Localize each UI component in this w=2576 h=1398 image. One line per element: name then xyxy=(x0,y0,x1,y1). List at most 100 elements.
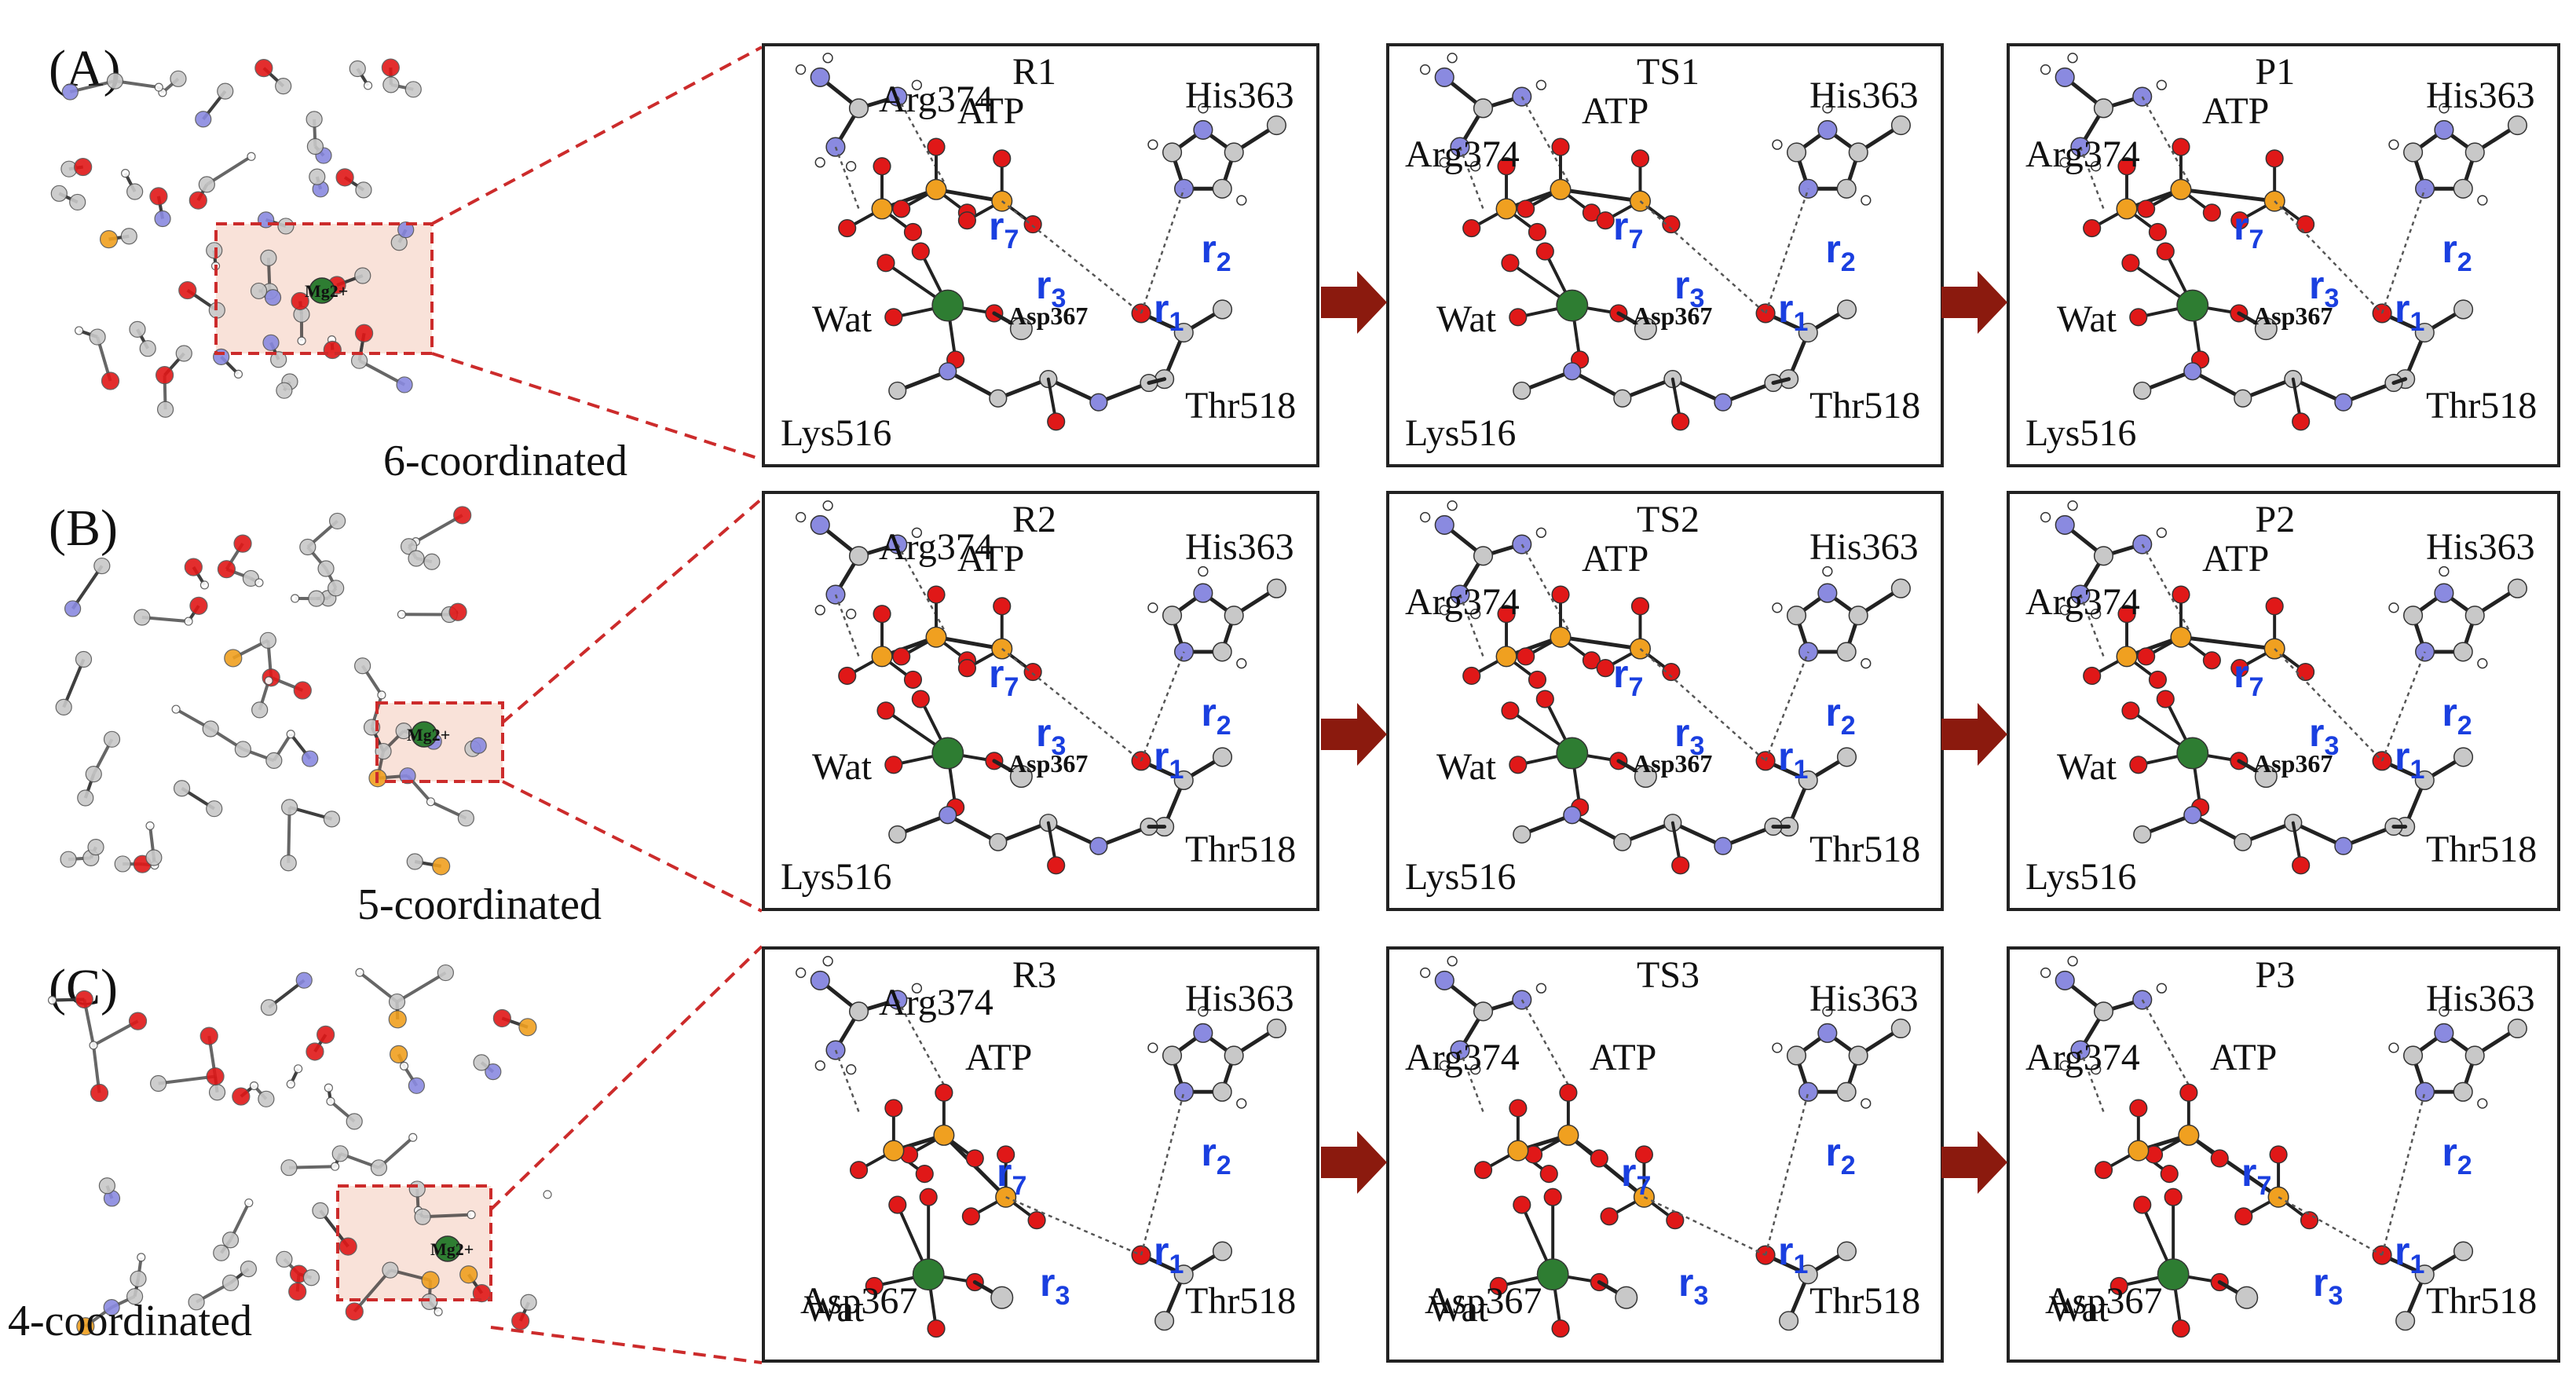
hydrogen-atom xyxy=(1535,79,1547,90)
atom xyxy=(150,1074,167,1092)
nitrogen-atom xyxy=(2334,393,2353,412)
bond xyxy=(206,155,253,186)
carbon-atom xyxy=(1224,142,1244,163)
phosphorus-atom xyxy=(1557,1124,1579,1146)
panel-title-ts3: TS3 xyxy=(1637,954,1700,996)
distance-symbol: r xyxy=(2395,734,2410,778)
distance-symbol: r xyxy=(989,652,1004,696)
oxygen-atom xyxy=(1662,215,1681,234)
atom xyxy=(275,77,292,95)
distance-index: 3 xyxy=(2324,731,2340,761)
oxygen-atom xyxy=(935,1083,953,1102)
distance-line xyxy=(1520,999,1569,1085)
label-wat: Wat xyxy=(2057,298,2117,340)
carbon-atom xyxy=(1162,1045,1183,1066)
atom xyxy=(400,538,418,555)
carbon-atom xyxy=(1615,1286,1638,1309)
distance-symbol: r xyxy=(1778,287,1794,331)
oxygen-atom xyxy=(2156,690,2175,708)
carbon-atom xyxy=(1786,142,1807,163)
distance-index: 7 xyxy=(2249,225,2264,254)
carbon-atom xyxy=(1613,833,1632,851)
atom xyxy=(306,111,323,128)
atom xyxy=(323,811,341,828)
oxygen-atom xyxy=(1535,690,1554,708)
atom xyxy=(543,1190,552,1199)
atom xyxy=(317,1025,335,1044)
distance-label-r3: r3 xyxy=(2309,262,2339,314)
atom xyxy=(381,58,400,77)
hydrogen-atom xyxy=(1236,658,1247,669)
oxygen-atom xyxy=(1509,1099,1528,1118)
label-thr518: Thr518 xyxy=(1185,1280,1297,1322)
distance-label-r1: r1 xyxy=(1154,1228,1184,1280)
carbon-atom xyxy=(2453,642,2473,662)
label-thr518: Thr518 xyxy=(1185,829,1297,870)
distance-symbol: r xyxy=(2234,204,2249,248)
oxygen-atom xyxy=(865,1276,884,1296)
distance-index: 7 xyxy=(1628,225,1644,254)
distance-label-r1: r1 xyxy=(2395,286,2424,338)
distance-index: 1 xyxy=(1169,307,1184,337)
panel-title-p3: P3 xyxy=(2255,954,2296,996)
oxygen-atom xyxy=(838,218,857,238)
atom xyxy=(154,82,163,92)
hydrogen-atom xyxy=(2040,64,2051,75)
oxygen-atom xyxy=(1582,651,1601,670)
nitrogen-atom xyxy=(1450,1040,1470,1060)
atom xyxy=(75,650,93,668)
hydrogen-atom xyxy=(2156,79,2167,90)
zoom-box xyxy=(375,701,504,783)
bond xyxy=(1147,377,1167,386)
carbon-atom xyxy=(2234,389,2252,408)
oxygen-atom xyxy=(1559,1083,1578,1102)
row-b-label: (B) xyxy=(49,500,118,557)
oxygen-atom xyxy=(1047,412,1066,431)
carbon-atom xyxy=(1836,747,1857,767)
atom xyxy=(224,649,243,668)
hydrogen-atom xyxy=(1772,602,1783,613)
carbon-atom xyxy=(2453,1081,2473,1102)
distance-line xyxy=(1001,200,1142,314)
carbon-atom xyxy=(1224,606,1244,626)
atom xyxy=(331,1145,349,1162)
hydrogen-atom xyxy=(2388,139,2399,150)
atom xyxy=(437,964,454,982)
distance-line xyxy=(1764,1091,1809,1256)
hydrogen-atom xyxy=(1420,967,1431,979)
distance-index: 7 xyxy=(1628,672,1644,702)
atom xyxy=(262,334,280,351)
atom xyxy=(323,340,342,360)
atom xyxy=(354,267,371,284)
atom xyxy=(270,351,287,368)
oxygen-atom xyxy=(2296,215,2315,234)
hydrogen-atom xyxy=(1535,527,1547,538)
molecule-structure xyxy=(2040,53,2528,431)
atom xyxy=(404,81,422,98)
hydrogen-atom xyxy=(911,527,923,538)
carbon-atom xyxy=(1634,765,1657,789)
atom xyxy=(459,1265,478,1284)
hydrogen-atom xyxy=(1861,1098,1872,1109)
phosphorus-atom xyxy=(871,646,893,668)
carbon-atom xyxy=(848,1001,869,1022)
atom xyxy=(206,242,223,259)
distance-label-r3: r3 xyxy=(1674,262,1704,314)
phosphorus-atom xyxy=(2170,626,2192,648)
atom xyxy=(217,560,236,579)
carbon-atom xyxy=(1173,322,1194,343)
atom xyxy=(98,1177,116,1195)
oxygen-atom xyxy=(2300,1211,2319,1230)
carbon-atom xyxy=(1212,178,1232,199)
atom xyxy=(175,345,192,362)
label-his363: His363 xyxy=(1809,526,1919,568)
atom xyxy=(114,855,131,873)
bond xyxy=(934,635,1004,651)
label-arg374: Arg374 xyxy=(1405,1037,1520,1078)
distance-symbol: r xyxy=(1613,204,1629,248)
phosphorus-atom xyxy=(925,626,947,648)
carbon-atom xyxy=(1162,142,1183,163)
hydrogen-atom xyxy=(2059,1060,2070,1071)
